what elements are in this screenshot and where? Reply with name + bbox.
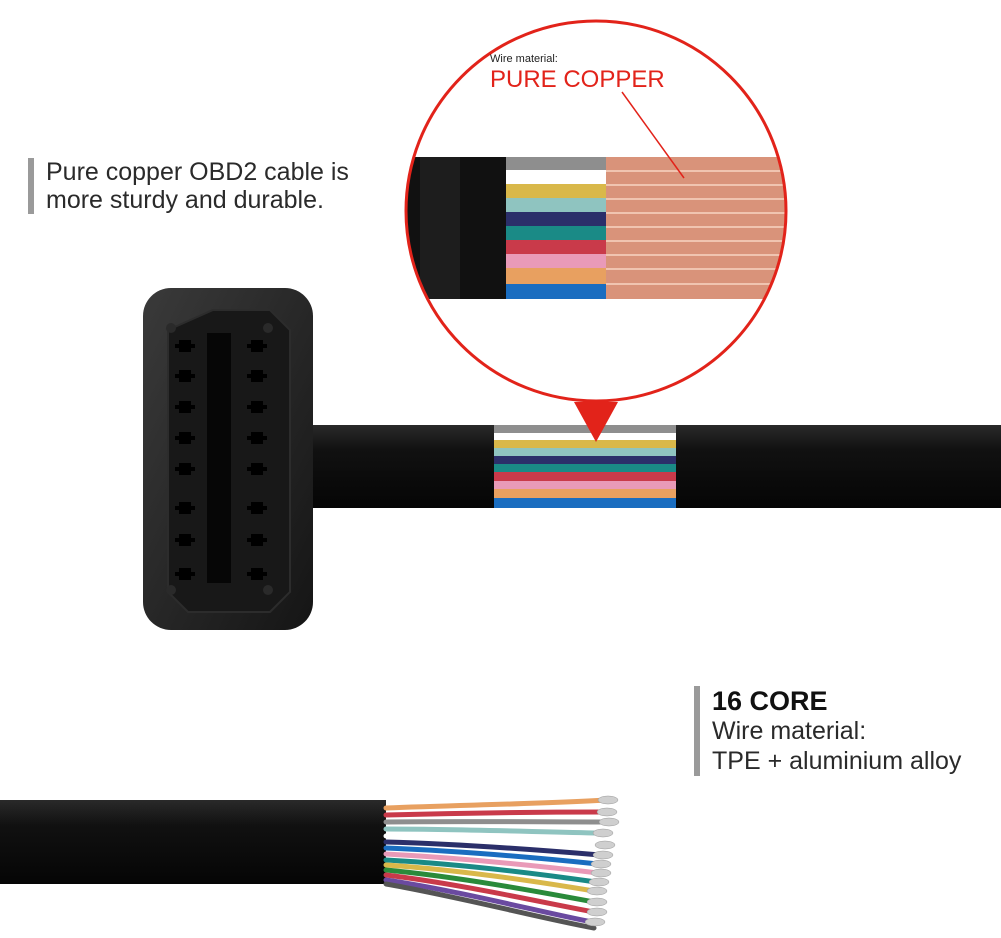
- top-callout-line1: Pure copper OBD2 cable is: [46, 158, 349, 186]
- obd2-connector: [143, 288, 313, 630]
- zoom-big-label: PURE COPPER: [490, 66, 665, 93]
- exposed-wire-strips: [494, 425, 676, 508]
- bottom-callout: 16 CORE Wire material: TPE + aluminium a…: [694, 686, 961, 776]
- bottom-cable: [0, 795, 620, 931]
- flat-cable-right: [675, 425, 1001, 508]
- zoom-pointer-icon: [574, 402, 618, 442]
- zoom-small-label: Wire material:: [490, 53, 558, 65]
- wire-tips: [584, 795, 620, 927]
- top-callout: Pure copper OBD2 cable is more sturdy an…: [28, 158, 349, 214]
- zoom-magnifier: [404, 19, 788, 442]
- bottom-callout-line1: Wire material:: [712, 717, 867, 745]
- flat-cable-left: [305, 425, 495, 508]
- bottom-callout-line2: TPE + aluminium alloy: [712, 747, 962, 775]
- bottom-callout-title: 16 CORE: [712, 686, 828, 716]
- top-callout-line2: more sturdy and durable.: [46, 186, 324, 214]
